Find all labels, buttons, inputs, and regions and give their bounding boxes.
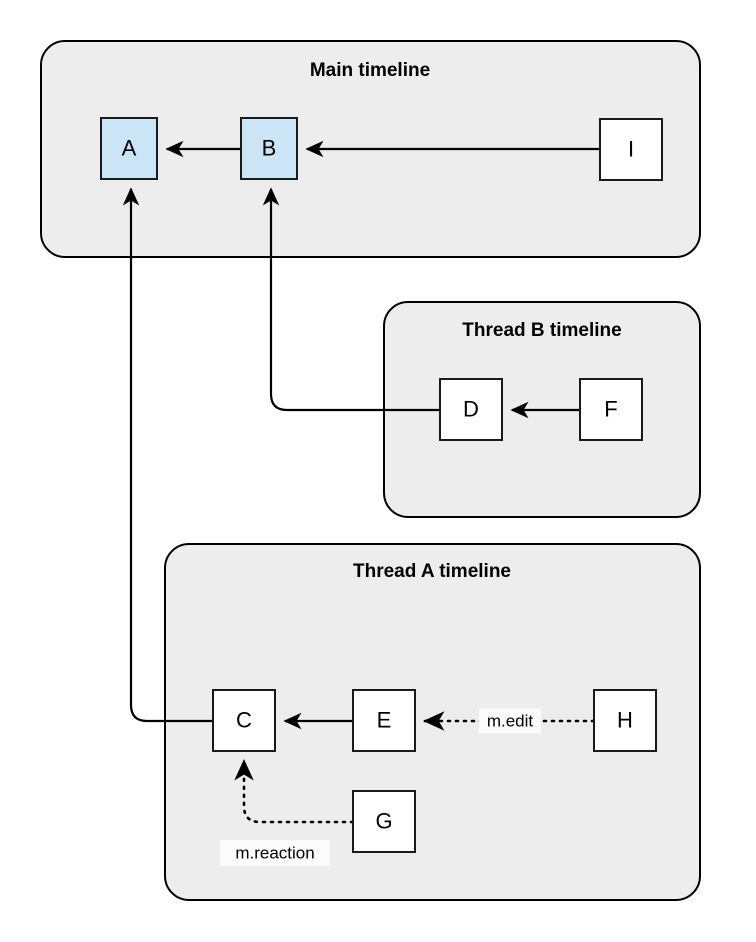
node-label-E: E [377,707,392,732]
edge-label-background-m-edit-label [479,708,541,734]
node-box-G[interactable] [352,790,416,853]
edge-label-m-reaction-label: m.reaction [220,840,330,866]
edge-G-to-C [234,759,355,824]
node-I[interactable]: I [599,118,663,181]
node-G[interactable]: G [352,790,416,853]
node-box-I[interactable] [599,118,663,181]
edge-label-background-m-reaction-label [220,840,330,866]
node-F[interactable]: F [579,378,643,441]
node-A[interactable]: A [100,117,158,180]
node-label-H: H [617,707,633,732]
node-B[interactable]: B [240,117,298,180]
group-title-main-timeline: Main timeline [310,60,430,81]
group-title-thread-a-timeline: Thread A timeline [353,561,511,582]
group-title-thread-b-timeline: Thread B timeline [462,320,621,341]
edge-label-text-m-reaction-label: m.reaction [235,843,314,862]
node-box-E[interactable] [352,689,416,752]
node-box-C[interactable] [212,689,276,752]
node-label-I: I [628,136,634,161]
node-box-D[interactable] [439,378,503,441]
node-C[interactable]: C [212,689,276,752]
node-label-F: F [604,396,617,421]
node-label-C: C [236,707,252,732]
edge-label-m-edit-label: m.edit [479,708,541,734]
edge-C-to-A [122,187,213,723]
node-label-G: G [375,808,392,833]
edge-D-to-B [262,187,440,412]
node-box-F[interactable] [579,378,643,441]
edge-labels: m.edit m.reaction [220,708,541,866]
node-label-D: D [463,396,479,421]
node-D[interactable]: D [439,378,503,441]
event-nodes: A B I D F C E H G [100,117,663,853]
node-box-H[interactable] [593,689,657,752]
node-E[interactable]: E [352,689,416,752]
node-box-A[interactable] [100,117,158,180]
node-box-B[interactable] [240,117,298,180]
node-label-A: A [122,135,137,160]
node-label-B: B [262,135,277,160]
edge-connectors [122,140,600,824]
node-H[interactable]: H [593,689,657,752]
edge-label-text-m-edit-label: m.edit [487,711,534,730]
